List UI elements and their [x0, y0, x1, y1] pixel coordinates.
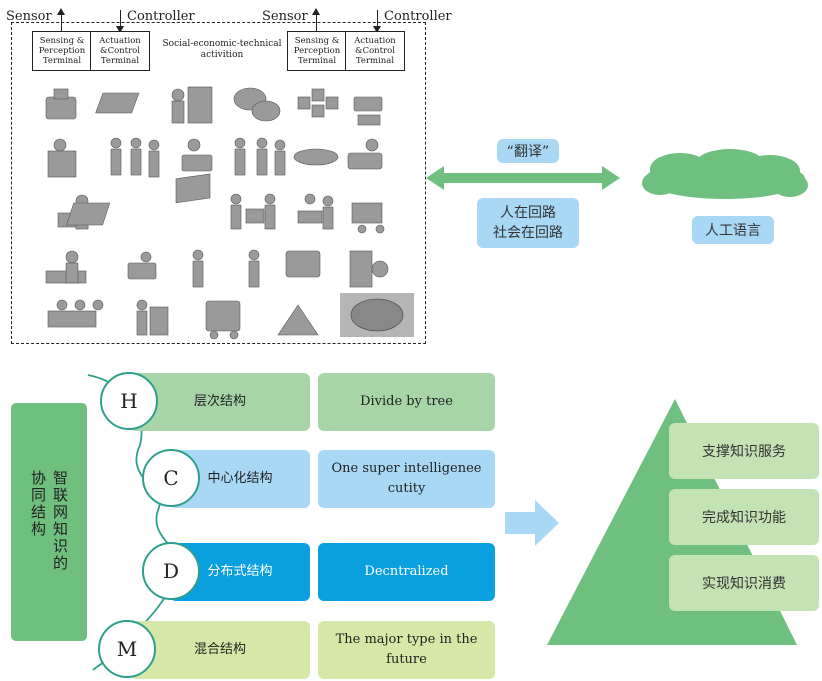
activity-label: Social-economic-technical activition [162, 39, 282, 60]
row-m-zh: 混合结构 [130, 621, 310, 679]
circle-c: C [142, 449, 200, 507]
pyramid-item-complete: 完成知识功能 [669, 489, 819, 545]
sensing-terminal-left: Sensing & Perception Terminal [32, 31, 92, 71]
actuation-terminal-right: Actuation &Control Terminal [345, 31, 405, 71]
controller-label-right: Controller [384, 9, 452, 24]
controller-arrow-left [120, 10, 121, 30]
human-in-loop-box: 人在回路 社会在回路 [477, 198, 579, 248]
circle-h: H [100, 372, 158, 430]
sensor-arrow-right [316, 12, 317, 34]
row-h-zh: 层次结构 [130, 373, 310, 431]
sensor-arrowhead-right [312, 8, 320, 15]
circle-d: D [142, 542, 200, 600]
controller-arrow-right [377, 10, 378, 30]
activity-illustrations [45, 86, 414, 340]
sidebar-title-col1: 协同结构 [30, 469, 46, 538]
sensor-label-right: Sensor [262, 9, 308, 24]
sidebar-title-col2: 智联网知识的 [52, 469, 68, 572]
society-in-loop-text: 社会在回路 [493, 225, 563, 241]
sensor-label-left: Sensor [6, 9, 52, 24]
cloud-shape [642, 149, 808, 199]
activity-scene: Sensing & Perception Terminal Actuation … [11, 22, 426, 344]
translate-label: “翻译” [497, 139, 559, 163]
right-arrow [505, 500, 559, 546]
row-m-en: The major type in the future [318, 621, 495, 679]
row-h-en: Divide by tree [318, 373, 495, 431]
pyramid-item-support: 支撑知识服务 [669, 423, 819, 479]
structure-sidebar [11, 403, 87, 641]
bidirectional-arrow [426, 166, 620, 190]
artificial-language-label: 人工语言 [692, 216, 774, 244]
sensing-terminal-right: Sensing & Perception Terminal [287, 31, 347, 71]
row-d-en: Decntralized [318, 543, 495, 601]
controller-label-left: Controller [127, 9, 195, 24]
actuation-terminal-left: Actuation &Control Terminal [90, 31, 150, 71]
row-c-en: One super intelligenee cutity [318, 450, 495, 508]
controller-arrowhead-left [116, 26, 124, 33]
pyramid-item-consume: 实现知识消费 [669, 555, 819, 611]
circle-m: M [98, 620, 156, 678]
human-in-loop-text: 人在回路 [500, 205, 556, 221]
sensor-arrow-left [61, 12, 62, 34]
controller-arrowhead-right [373, 26, 381, 33]
sensor-arrowhead-left [57, 8, 65, 15]
